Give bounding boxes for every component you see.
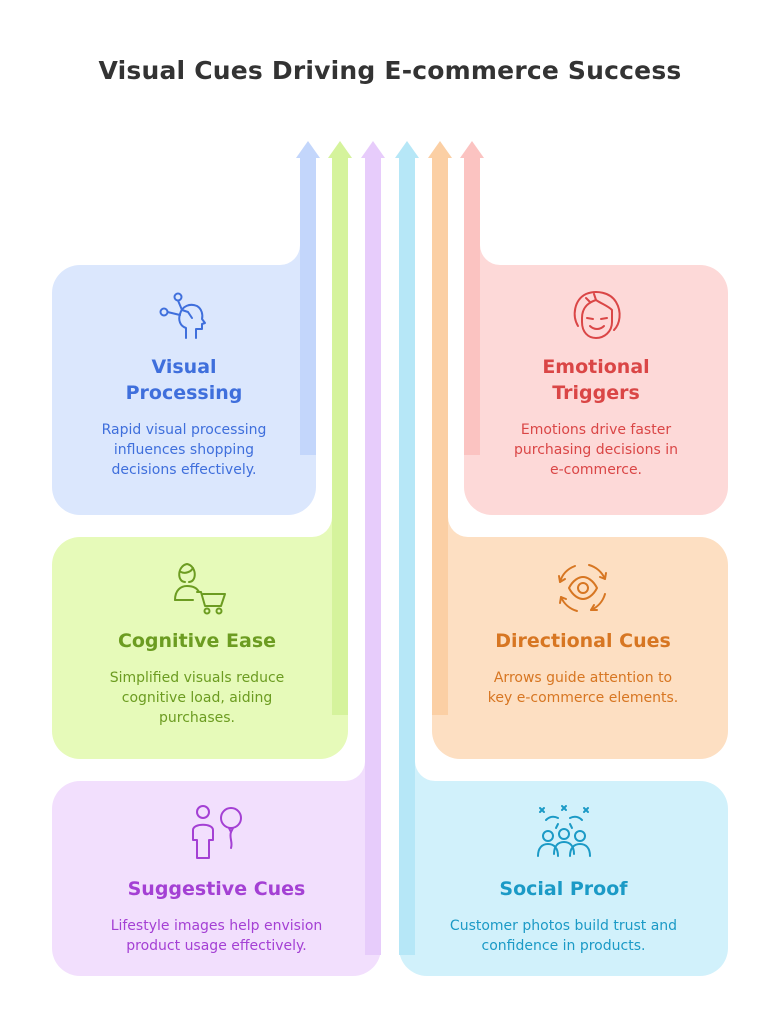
social-proof-shape xyxy=(399,158,728,976)
cognitive-ease-arrow-shaft xyxy=(332,155,348,715)
cognitive-ease-title: Cognitive Ease xyxy=(117,630,277,652)
smiling-face-icon xyxy=(573,291,621,339)
emotional-triggers-title-line2: Triggers xyxy=(552,382,640,404)
social-proof-title: Social Proof xyxy=(499,878,628,900)
social-proof-arrow-shaft xyxy=(399,155,415,955)
page-title: Visual Cues Driving E-commerce Success xyxy=(98,56,682,85)
emotional-triggers-desc-line2: purchasing decisions in xyxy=(514,442,678,458)
directional-cues-arrow-head xyxy=(428,141,452,158)
suggestive-cues-title: Suggestive Cues xyxy=(127,878,306,900)
eye-arrows-icon xyxy=(558,564,607,612)
shopper-cart-icon xyxy=(174,563,226,615)
directional-cues-arrow-shaft xyxy=(432,155,448,715)
emotional-triggers-desc-line1: Emotions drive faster xyxy=(520,422,672,438)
cheering-group-icon xyxy=(536,805,591,857)
emotional-triggers-arrow-head xyxy=(460,141,484,158)
visual-processing-card: Visual Processing Rapid visual processin… xyxy=(52,288,316,480)
visual-processing-arrow-shaft xyxy=(300,155,316,455)
cognitive-ease-arrow-head xyxy=(328,141,352,158)
social-proof-card: Social Proof Customer photos build trust… xyxy=(399,804,728,956)
cognitive-ease-shape xyxy=(52,158,348,759)
suggestive-cues-desc-line2: product usage effectively. xyxy=(126,938,307,954)
emotional-triggers-title-line1: Emotional xyxy=(542,356,650,378)
visual-processing-title-line1: Visual xyxy=(151,356,217,378)
social-proof-arrow-head xyxy=(395,141,419,158)
suggestive-cues-shape xyxy=(52,158,381,976)
social-proof-desc-line2: confidence in products. xyxy=(481,938,646,954)
directional-cues-desc-line2: key e-commerce elements. xyxy=(487,690,679,706)
cognitive-ease-desc-line1: Simplified visuals reduce xyxy=(109,670,285,686)
directional-cues-shape xyxy=(432,158,728,759)
directional-cues-title: Directional Cues xyxy=(495,630,671,652)
cognitive-ease-desc-line3: purchases. xyxy=(158,710,235,726)
visual-processing-desc-line1: Rapid visual processing xyxy=(101,422,267,438)
visual-processing-arrow-head xyxy=(296,141,320,158)
visual-processing-shape xyxy=(52,158,316,515)
social-proof-desc-line1: Customer photos build trust and xyxy=(449,918,678,934)
directional-cues-desc-line1: Arrows guide attention to xyxy=(493,670,673,686)
visual-processing-desc-line2: influences shopping xyxy=(113,442,255,458)
emotional-triggers-shape xyxy=(464,158,728,515)
visual-processing-desc-line3: decisions effectively. xyxy=(111,462,257,478)
cognitive-ease-desc-line2: cognitive load, aiding xyxy=(121,690,273,706)
emotional-triggers-card: Emotional Triggers Emotions drive faster… xyxy=(464,288,728,480)
emotional-triggers-desc-line3: e-commerce. xyxy=(549,462,643,478)
visual-processing-title-line2: Processing xyxy=(125,382,243,404)
suggestive-cues-arrow-shaft xyxy=(365,155,381,955)
suggestive-cues-arrow-head xyxy=(361,141,385,158)
directional-cues-card: Directional Cues Arrows guide attention … xyxy=(438,560,728,708)
suggestive-cues-desc-line1: Lifestyle images help envision xyxy=(110,918,323,934)
head-neural-icon xyxy=(159,292,206,339)
suggestive-cues-card: Suggestive Cues Lifestyle images help en… xyxy=(52,804,381,956)
person-balloon-icon xyxy=(191,805,242,859)
emotional-triggers-arrow-shaft xyxy=(464,155,480,455)
cognitive-ease-card: Cognitive Ease Simplified visuals reduce… xyxy=(52,560,342,728)
